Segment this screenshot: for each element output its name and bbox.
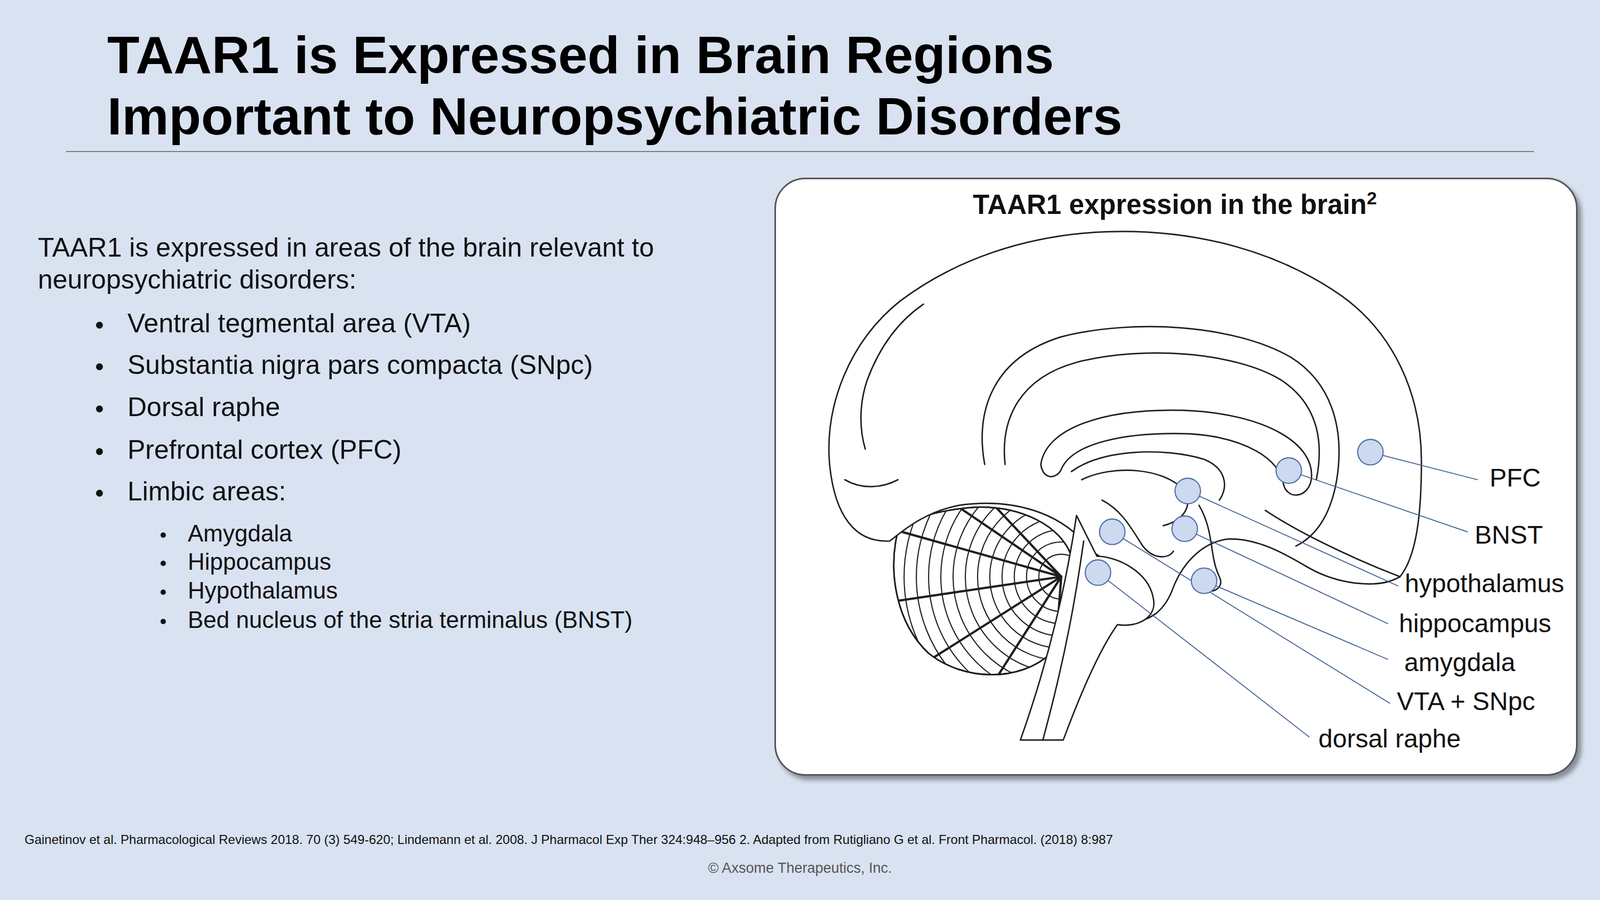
bullet-item: Ventral tegmental area (VTA) <box>127 307 471 340</box>
region-label: BNST <box>1474 520 1543 550</box>
copyright-note: © Axsome Therapeutics, Inc. <box>0 859 1600 877</box>
figure-panel: TAAR1 expression in the brain2 <box>774 177 1578 776</box>
bullet-dot <box>96 321 103 329</box>
intro-text: TAAR1 is expressed in areas of the brain… <box>37 231 718 296</box>
region-label: PFC <box>1489 462 1541 493</box>
slide-title: TAAR1 is Expressed in Brain Regions Impo… <box>107 24 1228 147</box>
region-label: hypothalamus <box>1404 568 1565 599</box>
bullet-dot <box>160 589 166 595</box>
title-rule <box>66 150 1534 152</box>
bullet-item: Dorsal raphe <box>127 390 280 423</box>
bullet-dot <box>160 532 166 538</box>
region-label: amygdala <box>1404 647 1516 678</box>
bullet-dot <box>160 618 166 624</box>
reference-note: Gainetinov et al. Pharmacological Review… <box>24 832 1114 847</box>
sub-bullet-item: Amygdala <box>187 519 293 548</box>
sub-bullet-item: Hippocampus <box>187 547 332 576</box>
bullet-item: Limbic areas: <box>127 475 286 508</box>
bullet-dot <box>96 489 103 497</box>
region-label: dorsal raphe <box>1318 723 1461 754</box>
region-label: hippocampus <box>1398 608 1552 639</box>
bullet-item: Prefrontal cortex (PFC) <box>127 433 402 466</box>
panel-heading: TAAR1 expression in the brain2 <box>972 188 1378 224</box>
bullet-item: Substantia nigra pars compacta (SNpc) <box>127 348 594 381</box>
reference-superscript: 2 <box>1366 187 1378 208</box>
sub-bullet-item: Hypothalamus <box>187 576 338 605</box>
sub-bullet-item: Bed nucleus of the stria terminalus (BNS… <box>187 605 633 634</box>
bullet-dot <box>160 560 166 566</box>
region-label: VTA + SNpc <box>1396 686 1535 717</box>
bullet-dot <box>96 363 103 371</box>
panel-title: TAAR1 expression in the brain <box>972 189 1367 220</box>
bullet-dot <box>96 405 103 413</box>
bullet-dot <box>96 448 103 455</box>
